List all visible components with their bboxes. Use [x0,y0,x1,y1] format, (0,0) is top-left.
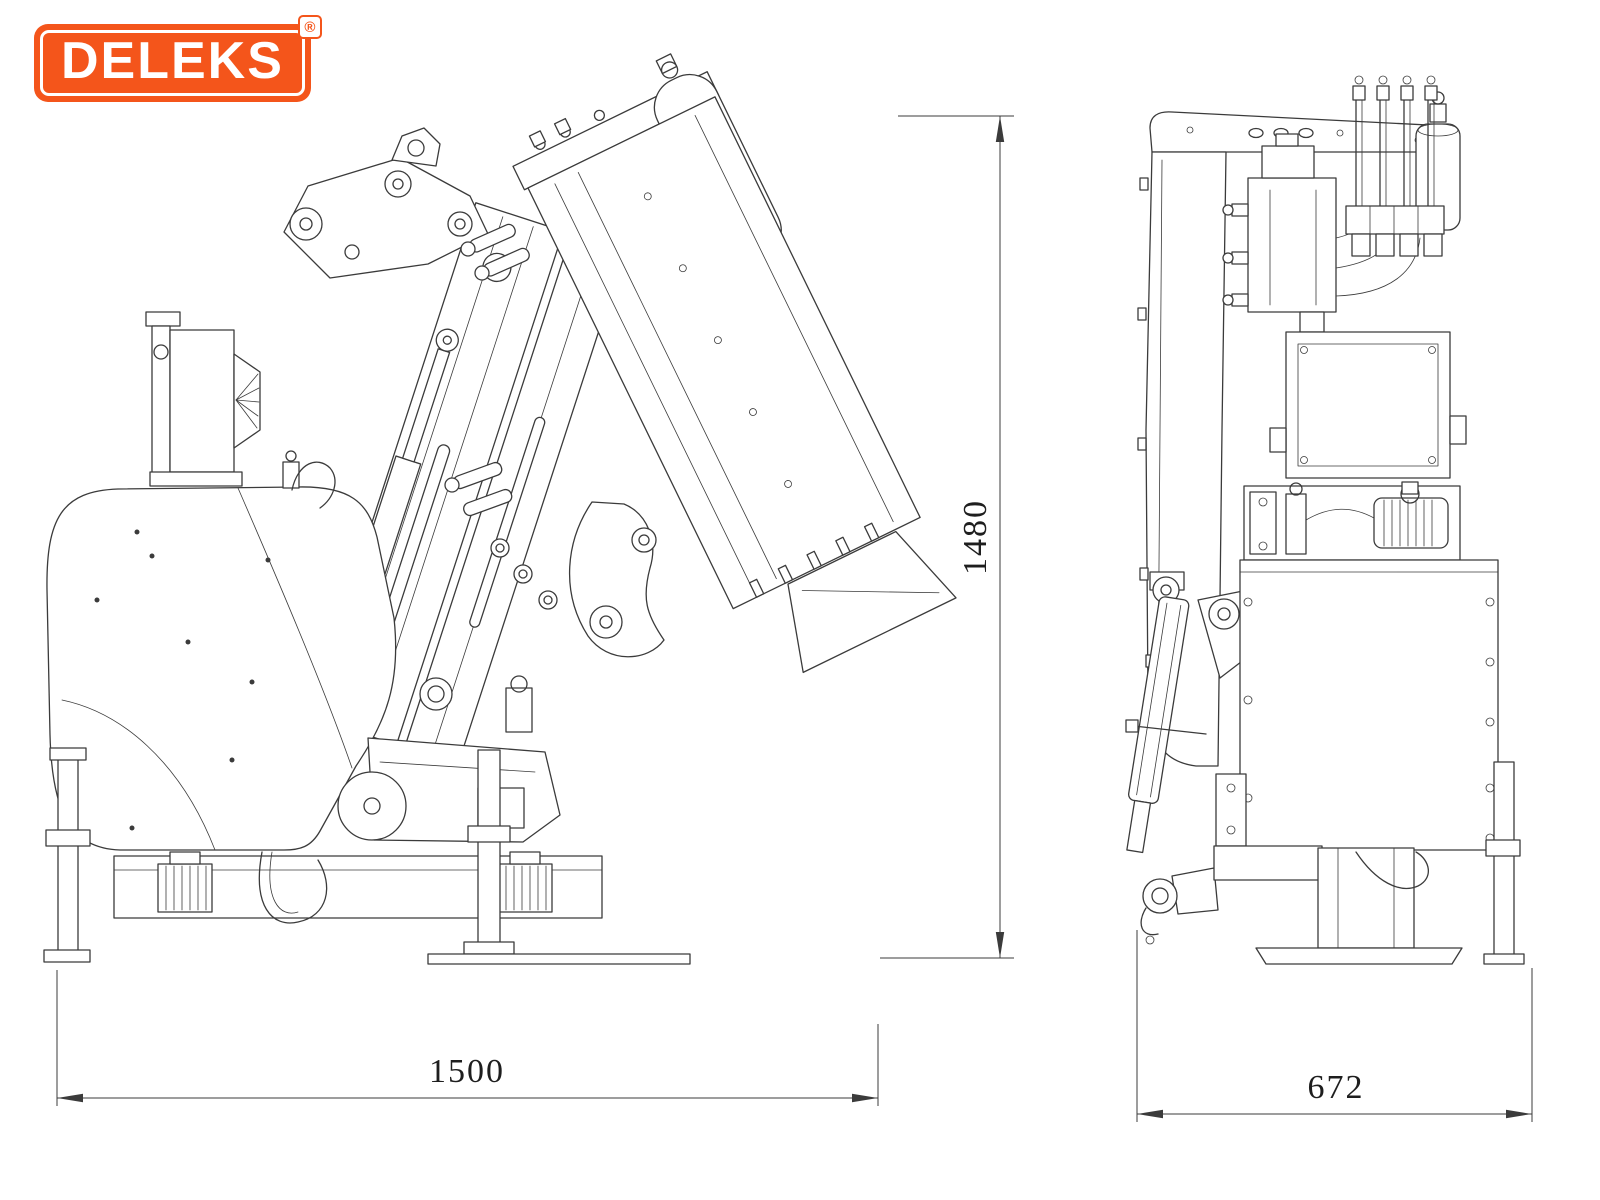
registered-trademark-icon: ® [297,15,322,39]
side-view [43,53,957,965]
outer-boom-box [512,53,957,674]
base-hood [46,450,397,851]
height-dimension-label: 1480 [957,499,994,575]
width-dimension-label: 1500 [429,1053,505,1090]
upper-bracket [1222,133,1421,333]
outrigger-left [43,747,91,963]
dimension-width: 1500 [56,970,879,1106]
slewing-base [337,675,561,843]
front-base [1213,761,1525,965]
outrigger-right [427,749,691,965]
valve-box [1269,331,1467,479]
hydraulic-tank [1239,559,1499,851]
pump-deck [1243,481,1461,561]
base-frame [113,851,603,924]
rocker-plates [283,127,530,281]
logo-frame: DELEKS [40,30,305,96]
deleks-logo: DELEKS ® [34,15,322,102]
dimension-height: 1480 [880,115,1014,959]
hose-bundle [1345,75,1461,257]
oil-cooler-fan [145,311,261,487]
front-view [1125,75,1525,965]
dimension-depth: 672 [1136,930,1533,1122]
link-plates [568,501,665,658]
brand-name: DELEKS [61,32,284,90]
boom-pins [419,461,558,711]
depth-dimension-label: 672 [1308,1069,1365,1106]
stabilizer-cylinder [1125,571,1219,945]
